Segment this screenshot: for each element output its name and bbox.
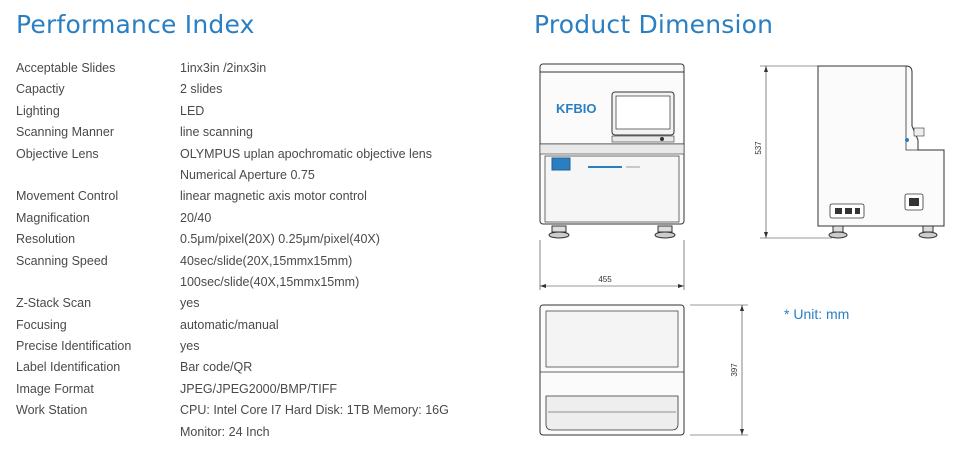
spec-value: yes xyxy=(180,339,200,354)
spec-row: Resolution 0.5μm/pixel(20X) 0.25μm/pixel(… xyxy=(16,229,449,250)
spec-row: Scanning Manner line scanning xyxy=(16,122,449,143)
unit-note: * Unit: mm xyxy=(784,306,850,322)
spec-row: Focusing automatic/manual xyxy=(16,315,449,336)
spec-value: Monitor: 24 Inch xyxy=(180,424,270,439)
spec-row: Capactiy 2 slides xyxy=(16,79,449,100)
spec-value: line scanning xyxy=(180,125,253,140)
spec-row: Work Station CPU: Intel Core I7 Hard Disk… xyxy=(16,400,449,421)
spec-label: Z-Stack Scan xyxy=(16,296,92,311)
spec-value: JPEG/JPEG2000/BMP/TIFF xyxy=(180,381,337,396)
spec-row: Numerical Aperture 0.75 xyxy=(16,165,449,186)
spec-value: yes xyxy=(180,296,200,311)
spec-value: 40sec/slide(20X,15mmx15mm) xyxy=(180,253,353,268)
spec-value: 2 slides xyxy=(180,82,223,97)
spec-label: Lighting xyxy=(16,103,60,118)
spec-label: Focusing xyxy=(16,317,67,332)
spec-value: linear magnetic axis motor control xyxy=(180,189,367,204)
spec-value: CPU: Intel Core I7 Hard Disk: 1TB Memory… xyxy=(180,403,449,418)
spec-label: Image Format xyxy=(16,381,94,396)
spec-row: Objective Lens OLYMPUS uplan apochromatic… xyxy=(16,144,449,165)
front-view-drawing xyxy=(539,63,685,290)
spec-row: Label Identification Bar code/QR xyxy=(16,357,449,378)
spec-label: Magnification xyxy=(16,210,90,225)
performance-index-title: Performance Index xyxy=(16,10,255,39)
spec-value: 20/40 xyxy=(180,210,212,225)
spec-value: Bar code/QR xyxy=(180,360,253,375)
spec-row: Scanning Speed 40sec/slide(20X,15mmx15mm) xyxy=(16,251,449,272)
spec-label: Resolution xyxy=(16,232,76,247)
height-dimension-label: 537 xyxy=(754,141,763,155)
spec-label: Objective Lens xyxy=(16,146,99,161)
spec-label: Precise Identification xyxy=(16,339,132,354)
spec-value: 0.5μm/pixel(20X) 0.25μm/pixel(40X) xyxy=(180,232,380,247)
spec-row: Monitor: 24 Inch xyxy=(16,422,449,443)
width-dimension-label: 455 xyxy=(598,275,612,284)
spec-label: Label Identification xyxy=(16,360,121,375)
spec-value: 100sec/slide(40X,15mmx15mm) xyxy=(180,274,360,289)
spec-row: Lighting LED xyxy=(16,101,449,122)
spec-label: Movement Control xyxy=(16,189,119,204)
spec-row: 100sec/slide(40X,15mmx15mm) xyxy=(16,272,449,293)
spec-value: Numerical Aperture 0.75 xyxy=(180,167,315,182)
spec-row: Acceptable Slides 1inx3in /2inx3in xyxy=(16,58,449,79)
product-dimension-title: Product Dimension xyxy=(534,10,774,39)
spec-value: OLYMPUS uplan apochromatic objective len… xyxy=(180,146,432,161)
spec-value: automatic/manual xyxy=(180,317,279,332)
spec-value: 1inx3in /2inx3in xyxy=(180,61,267,75)
depth-dimension-label: 397 xyxy=(730,363,739,377)
spec-value: LED xyxy=(180,103,205,118)
spec-row: Z-Stack Scan yes xyxy=(16,293,449,314)
spec-label: Capactiy xyxy=(16,82,65,97)
spec-label: Scanning Manner xyxy=(16,125,114,140)
spec-row: Magnification 20/40 xyxy=(16,208,449,229)
spec-label: Scanning Speed xyxy=(16,253,108,268)
spec-row: Precise Identification yes xyxy=(16,336,449,357)
brand-logo: KFBIO xyxy=(556,101,596,116)
spec-row: Movement Control linear magnetic axis mot… xyxy=(16,186,449,207)
spec-row: Image Format JPEG/JPEG2000/BMP/TIFF xyxy=(16,379,449,400)
spec-label: Acceptable Slides xyxy=(16,61,116,75)
top-view-drawing xyxy=(539,304,748,436)
side-view-drawing xyxy=(760,65,945,239)
spec-label: Work Station xyxy=(16,403,88,418)
